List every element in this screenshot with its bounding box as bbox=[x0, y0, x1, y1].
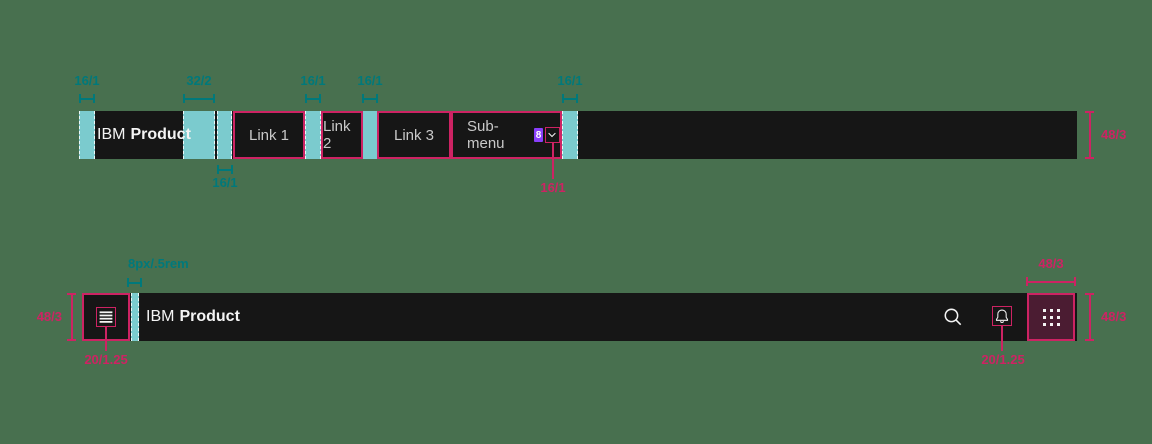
measure-beam-after-submenu bbox=[562, 94, 578, 103]
bottom-header-bar bbox=[82, 293, 1077, 341]
measure-beam-brand-gap bbox=[127, 278, 142, 287]
menu-icon bbox=[99, 311, 113, 323]
bell-icon-size-leader-line bbox=[1001, 326, 1003, 351]
chevron-size-label: 16/1 bbox=[540, 180, 566, 195]
switcher-width-beam bbox=[1026, 277, 1076, 286]
measure-label-after-submenu: 16/1 bbox=[557, 73, 583, 88]
chevron-down-icon[interactable] bbox=[546, 129, 558, 141]
nav-link-1[interactable]: Link 1 bbox=[233, 111, 305, 159]
top-bar-height-label: 48/3 bbox=[1101, 127, 1127, 142]
top-header-brand: IBM Product bbox=[97, 111, 191, 159]
spacing-overlay-link2-link3 bbox=[362, 111, 378, 159]
nav-link-3-label: Link 3 bbox=[393, 126, 435, 144]
spacing-overlay-brand-gap bbox=[131, 293, 139, 341]
bottom-bar-height-beam-right bbox=[1085, 293, 1094, 341]
bottom-bar-height-label-right: 48/3 bbox=[1101, 309, 1127, 324]
nav-link-3[interactable]: Link 3 bbox=[377, 111, 451, 159]
bottom-bar-height-label-left: 48/3 bbox=[36, 309, 62, 324]
brand-prefix: IBM bbox=[146, 308, 175, 325]
menu-icon-size-label: 20/1.25 bbox=[84, 352, 128, 367]
measure-label-before-link1: 16/1 bbox=[212, 175, 238, 190]
notification-bell-icon bbox=[995, 309, 1009, 323]
search-icon bbox=[944, 308, 962, 326]
menu-icon-size-leader-line bbox=[105, 327, 107, 351]
gap-size-badge: 8 bbox=[534, 128, 543, 142]
spacing-overlay-left-padding bbox=[79, 111, 95, 159]
spacing-overlay-link1-link2 bbox=[305, 111, 321, 159]
bell-icon-size-label: 20/1.25 bbox=[981, 352, 1025, 367]
top-bar-height-beam bbox=[1085, 111, 1094, 159]
menu-icon-measure-box bbox=[96, 307, 116, 327]
measure-beam-after-brand bbox=[183, 94, 215, 103]
nav-link-2[interactable]: Link 2 bbox=[321, 111, 363, 159]
measure-label-brand-gap: 8px/.5rem bbox=[128, 256, 189, 271]
measure-beam-link2-link3 bbox=[362, 94, 378, 103]
brand-prefix: IBM bbox=[97, 126, 126, 143]
measure-beam-left-padding bbox=[79, 94, 95, 103]
brand-product-name: Product bbox=[130, 126, 191, 143]
app-switcher-grid-icon bbox=[1042, 308, 1060, 326]
spacing-overlay-before-link1 bbox=[217, 111, 232, 159]
nav-submenu[interactable]: Sub-menu 8 bbox=[451, 111, 562, 159]
measure-beam-link1-link2 bbox=[305, 94, 321, 103]
search-button[interactable] bbox=[941, 305, 965, 329]
chevron-size-leader-line bbox=[552, 143, 554, 179]
bottom-bar-height-beam-left bbox=[67, 293, 76, 341]
brand-product-name: Product bbox=[179, 308, 240, 325]
spacing-overlay-after-submenu bbox=[562, 111, 578, 159]
measure-label-after-brand: 32/2 bbox=[186, 73, 212, 88]
measure-beam-before-link1 bbox=[217, 165, 233, 174]
nav-link-2-label: Link 2 bbox=[323, 118, 351, 152]
app-switcher-button[interactable] bbox=[1027, 293, 1075, 341]
measure-label-left-padding: 16/1 bbox=[74, 73, 100, 88]
measure-label-link2-link3: 16/1 bbox=[357, 73, 383, 88]
switcher-width-label: 48/3 bbox=[1038, 256, 1064, 271]
spacing-overlay-after-brand bbox=[183, 111, 215, 159]
top-header-bar bbox=[79, 111, 1077, 159]
nav-submenu-label: Sub-menu bbox=[467, 118, 505, 152]
measure-label-link1-link2: 16/1 bbox=[300, 73, 326, 88]
nav-link-1-label: Link 1 bbox=[248, 126, 290, 144]
bottom-header-brand: IBM Product bbox=[146, 293, 240, 341]
chevron-measure-box bbox=[544, 127, 560, 143]
notification-button[interactable] bbox=[992, 306, 1012, 326]
